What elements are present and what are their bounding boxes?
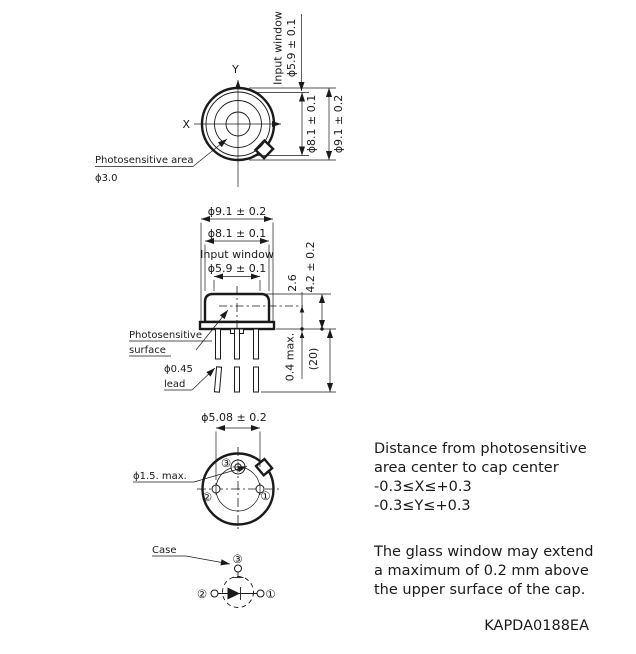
case-tab — [253, 138, 275, 160]
side-window-label: Input window — [200, 248, 274, 261]
terminal-2 — [210, 589, 219, 598]
case-diameter-dim: ϕ9.1 ± 0.2 — [332, 95, 345, 153]
lead-length-dim: (20) — [307, 348, 320, 371]
photosensitive-area-dim: ϕ3.0 — [95, 173, 118, 184]
tolerance-note-line2: area center to cap center — [374, 460, 559, 476]
schematic-pin2-number: ② — [197, 587, 207, 601]
case-boundary-circle — [222, 576, 254, 608]
cap-height-dim: 4.2 ± 0.2 — [304, 241, 317, 292]
lead-word: lead — [164, 379, 185, 390]
photosensitive-surface-callout: Photosensitive surface — [129, 309, 229, 357]
tolerance-note-line4: -0.3≤Y≤+0.3 — [374, 498, 471, 514]
side-cap-dim: ϕ8.1 ± 0.1 — [208, 227, 266, 240]
pin1-number: ① — [260, 489, 270, 503]
input-window-dim: ϕ5.9 ± 0.1 — [285, 19, 298, 77]
pin-pitch-dimension: ϕ5.08 ± 0.2 — [201, 411, 267, 480]
pin-3 — [230, 459, 246, 475]
pin-pitch-dim: ϕ5.08 ± 0.2 — [201, 411, 266, 424]
lead-callout: ϕ0.45 lead — [164, 364, 216, 391]
x-axis: X — [182, 118, 282, 131]
input-window-label: Input window — [272, 11, 285, 85]
y-axis: Y — [231, 63, 242, 187]
case-label: Case — [152, 545, 176, 556]
case-callout: Case — [152, 545, 231, 566]
terminal-3 — [234, 564, 242, 573]
terminal-1 — [256, 589, 265, 598]
tolerance-note-line3: -0.3≤X≤+0.3 — [374, 479, 472, 495]
side-case-dim: ϕ9.1 ± 0.2 — [208, 205, 266, 218]
photosensitive-area-callout: Photosensitive area ϕ3.0 — [95, 138, 228, 184]
surface-label-line1: Photosensitive — [129, 330, 202, 341]
cap-diameter-dim: ϕ8.1 ± 0.1 — [305, 95, 318, 153]
surface-depth-dim: 2.6 — [286, 274, 299, 292]
side-window-dim: ϕ5.9 ± 0.1 — [208, 262, 266, 275]
pin-hole-dim: ϕ1.5. max. — [133, 471, 187, 482]
tolerance-note-line1: Distance from photosensitive — [374, 441, 587, 457]
photodiode-symbol — [227, 587, 240, 600]
window-note-line3: the upper surface of the cap. — [374, 582, 585, 598]
photosensitive-area-label: Photosensitive area — [95, 155, 193, 166]
lead-diameter-dim: ϕ0.45 — [164, 364, 193, 375]
schematic-pin1-number: ① — [265, 587, 275, 601]
pin-2 — [211, 483, 221, 495]
notes: Distance from photosensitive area center… — [373, 441, 593, 634]
surface-label-line2: surface — [129, 345, 166, 356]
side-right-dimensions: 2.6 4.2 ± 0.2 0.4 max. (20) — [261, 241, 336, 393]
top-view: Y X Photosensitive area ϕ3.0 ϕ8.1 ± 0.1 … — [95, 11, 345, 187]
window-note-line2: a maximum of 0.2 mm above — [374, 563, 589, 579]
side-view: ϕ9.1 ± 0.2 ϕ8.1 ± 0.1 Input window ϕ5.9 … — [129, 205, 336, 393]
leads — [213, 328, 259, 393]
y-axis-label: Y — [231, 63, 239, 76]
standoff-dim: 0.4 max. — [284, 333, 297, 381]
pin-1 — [255, 483, 265, 495]
pin2-number: ② — [202, 490, 212, 504]
document-number: KAPDA0188EA — [484, 618, 589, 634]
bottom-view: ϕ5.08 ± 0.2 ϕ1.5. max. ③ ② ① — [133, 411, 280, 532]
side-top-dimensions: ϕ9.1 ± 0.2 ϕ8.1 ± 0.1 Input window ϕ5.9 … — [200, 205, 274, 321]
top-view-dimensions: ϕ8.1 ± 0.1 ϕ9.1 ± 0.2 Input window ϕ5.9 … — [249, 11, 345, 161]
x-axis-label: X — [182, 118, 190, 131]
window-note-line1: The glass window may extend — [373, 544, 593, 560]
pin3-number: ③ — [221, 456, 231, 470]
schematic-pin3-number: ③ — [232, 552, 242, 566]
schematic: Case ③ ② ① — [152, 545, 276, 608]
pin-hole-callout: ϕ1.5. max. — [133, 466, 248, 483]
